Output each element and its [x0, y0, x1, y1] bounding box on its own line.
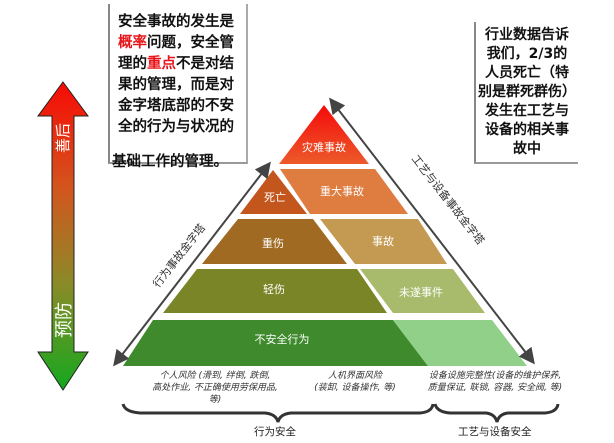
note-line: 故中 [513, 141, 541, 157]
label-unsafe-behavior: 不安全行为 [255, 332, 310, 346]
behavior-safety-brace [121, 403, 435, 423]
note-line: 理的重点不是对结 [118, 54, 246, 75]
note-line: 个人风险 (滑到, 绊倒, 跌倒, [159, 371, 271, 381]
personal-risk-note: 个人风险 (滑到, 绊倒, 跌倒, 高处作业, 不正确使用劳保用品, 等) [140, 370, 290, 406]
note-line: 发生在工艺与 [485, 103, 569, 119]
label-accident: 事故 [372, 234, 394, 248]
hmi-risk-note: 人机界面风险 (装卸, 设备操作, 等) [300, 370, 410, 394]
note-line: (装卸, 设备操作, 等) [314, 383, 396, 393]
label-minor-injury: 轻伤 [263, 282, 285, 296]
process-safety-brace [433, 403, 560, 423]
note-line: 金字塔底部的不安 [118, 98, 234, 114]
arrow-bottom-label: 预防 [54, 302, 75, 338]
note-line: 概率问题，安全管 [118, 33, 246, 54]
equipment-integrity-note: 设备设施完整性(设备的维护保养, 质量保证, 联锁, 容器, 安全阀, 等) [420, 370, 570, 394]
behavior-pyramid-axis [113, 161, 271, 367]
note-text: 问题，安全管 [147, 35, 234, 51]
label-near-miss: 未遂事件 [399, 285, 443, 299]
process-pyramid-axis [329, 97, 535, 365]
label-disaster: 灾难事故 [302, 140, 346, 154]
highlight-probability: 概率 [118, 35, 147, 51]
note-line: 别是群死群伤） [478, 84, 576, 100]
note-line: 全的行为与状况的 [118, 119, 234, 135]
note-line: 质量保证, 联锁, 容器, 安全阀, 等) [427, 383, 563, 393]
arrow-top-label: 善后 [54, 123, 72, 153]
note-line: 人机界面风险 [327, 371, 382, 381]
note-line: 高处作业, 不正确使用劳保用品, [152, 383, 278, 393]
label-death: 死亡 [264, 190, 286, 204]
probability-note: 安全事故的发生是 概率问题，安全管 理的重点不是对结 果的管理，而是对 金字塔底… [108, 4, 248, 170]
level-disaster [279, 105, 369, 164]
note-line: 行业数据告诉 [485, 27, 569, 43]
note-line: 等) [208, 395, 222, 405]
note-line: 人员死亡（特 [485, 65, 569, 81]
label-serious-injury: 重伤 [262, 236, 284, 250]
process-safety-label: 工艺与设备安全 [458, 426, 532, 438]
prevention-aftermath-arrow [37, 81, 89, 391]
note-line: 我们，2/3的 [486, 46, 568, 62]
note-line: 设备设施完整性(设备的维护保养, [428, 371, 562, 381]
industry-data-note: 行业数据告诉 我们，2/3的 人员死亡（特 别是群死群伤） 发生在工艺与 设备的… [474, 22, 578, 164]
note-line: 果的管理，而是对 [118, 77, 234, 93]
note-line: 安全事故的发生是 [118, 14, 234, 30]
note-text: 不是对结 [176, 56, 234, 72]
behavior-safety-label: 行为安全 [254, 426, 296, 438]
label-major-accident: 重大事故 [320, 184, 364, 198]
note-text: 理的 [118, 56, 147, 72]
note-line: 基础工作的管理。 [112, 154, 228, 170]
note-line: 设备的相关事 [485, 122, 569, 138]
highlight-key-point: 重点 [147, 56, 176, 72]
